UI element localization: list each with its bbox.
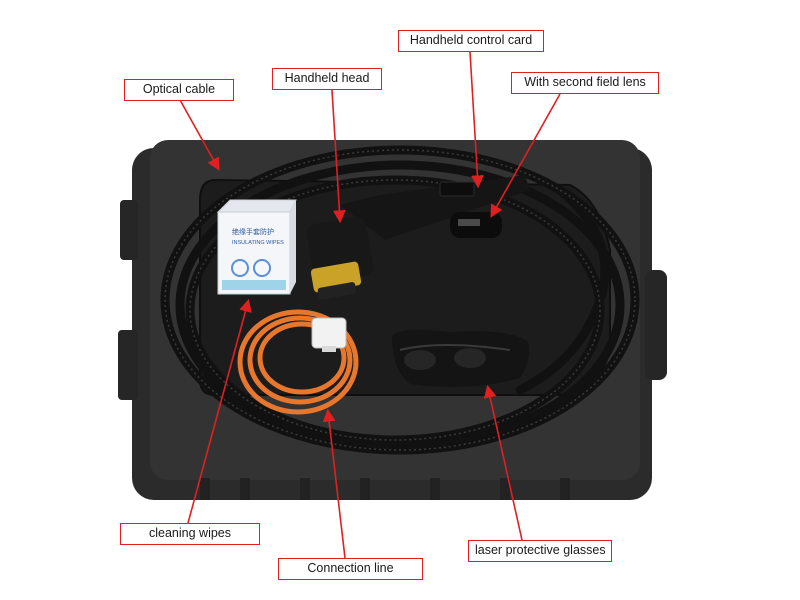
callout-connection-line: Connection line (278, 558, 423, 580)
case-handle-right (645, 270, 667, 380)
callout-handheld-head: Handheld head (272, 68, 382, 90)
box-print-line2: INSULATING WIPES (232, 240, 284, 246)
callout-handheld-control-card: Handheld control card (398, 30, 544, 52)
case-latch-left-2 (118, 330, 138, 400)
cleaning-wipes-box: 绝缘手套防护 INSULATING WIPES (216, 199, 297, 295)
case-bottom-ribs (200, 478, 570, 500)
handheld-head (306, 175, 530, 300)
leader-second-field-lens (490, 93, 561, 218)
handheld-control-card (439, 181, 475, 197)
box-print-line1: 绝缘手套防护 (232, 227, 274, 236)
leader-optical-cable (179, 99, 220, 171)
leader-lines (179, 51, 561, 559)
goggles-graphic-left (231, 259, 249, 277)
leader-control-card (469, 51, 484, 189)
laser-protective-glasses (392, 329, 529, 387)
optical-cable-highlights (164, 149, 636, 451)
callout-laser-protective-glasses: laser protective glasses (468, 540, 612, 562)
callout-second-field-lens: With second field lens (511, 72, 659, 94)
leader-protective-glasses (483, 384, 523, 541)
callout-cleaning-wipes: cleaning wipes (120, 523, 260, 545)
leader-handheld-head (331, 89, 346, 224)
leader-cleaning-wipes (187, 298, 252, 524)
connection-plug (311, 317, 347, 352)
second-field-lens (450, 212, 502, 238)
leader-connection-line (322, 408, 346, 559)
goggles-graphic-right (253, 259, 271, 277)
case-latch-left (120, 200, 138, 260)
callout-optical-cable: Optical cable (124, 79, 234, 101)
